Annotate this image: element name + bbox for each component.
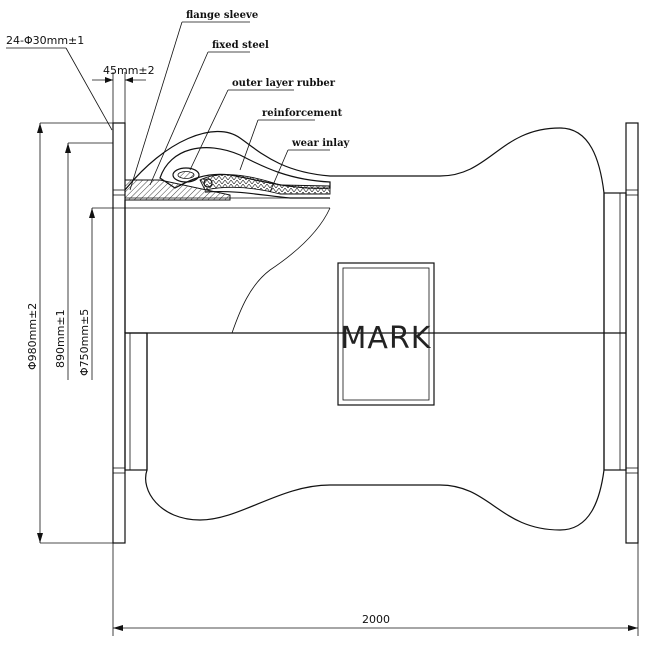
outer-layer-rubber-label: outer layer rubber	[232, 78, 336, 89]
flange-thickness-label: 45mm±2	[103, 64, 155, 77]
callout-wear-inlay: wear inlay	[269, 138, 351, 193]
dimension-inner-diameter: Φ750mm±5	[78, 207, 125, 380]
dimension-outer-diameter: Φ980mm±2	[26, 122, 113, 544]
length-label: 2000	[362, 613, 390, 626]
cutaway-curve	[231, 207, 331, 334]
callout-outer-layer-rubber: outer layer rubber	[189, 78, 336, 171]
left-flange	[112, 122, 126, 544]
dimension-length: 2000	[112, 543, 639, 636]
mark-box: MARK	[337, 262, 435, 406]
bolt-holes-label: 24-Φ30mm±1	[6, 34, 84, 47]
bolt-holes-callout: 24-Φ30mm±1	[6, 34, 113, 131]
dimension-bolt-circle: 890mm±1	[54, 142, 113, 380]
flange-sleeve-label: flange sleeve	[186, 10, 258, 21]
inner-diameter-label: Φ750mm±5	[78, 309, 91, 376]
callout-fixed-steel: fixed steel	[149, 40, 269, 186]
right-flange-inner-sleeve	[603, 192, 627, 471]
mark-label: MARK	[341, 321, 432, 356]
hose-body-outline	[124, 127, 605, 531]
outer-diameter-label: Φ980mm±2	[26, 303, 39, 370]
wear-inlay-label: wear inlay	[291, 138, 351, 149]
left-flange-inner-sleeve	[124, 332, 148, 471]
section-layers	[124, 147, 331, 201]
callout-flange-sleeve: flange sleeve	[129, 10, 258, 191]
reinforcement-label: reinforcement	[262, 108, 343, 119]
right-flange	[625, 122, 639, 544]
fixed-steel-label: fixed steel	[212, 40, 269, 51]
bolt-circle-label: 890mm±1	[54, 309, 67, 368]
callout-reinforcement: reinforcement	[239, 108, 343, 171]
dimension-flange-thickness: 45mm±2	[92, 64, 155, 123]
